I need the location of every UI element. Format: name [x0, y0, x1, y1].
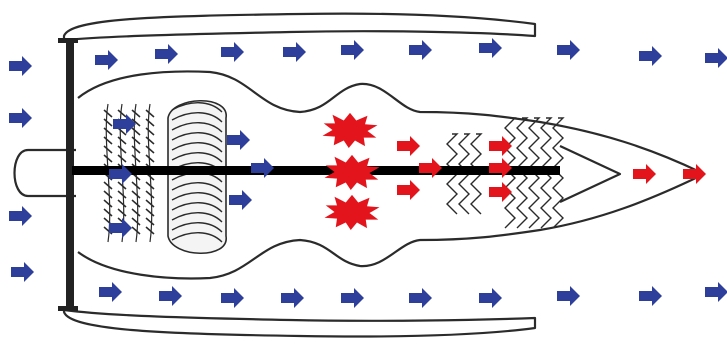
- hot-exhaust-arrow-icon: [397, 180, 420, 200]
- combustion-flame-icon: [325, 195, 380, 230]
- cold-airflow-arrow-icon: [409, 288, 432, 308]
- cold-airflow-arrow-icon: [221, 288, 244, 308]
- cold-airflow-arrow-icon: [705, 282, 727, 302]
- cold-airflow-arrow-icon: [155, 44, 178, 64]
- cold-airflow-arrow-icon: [557, 286, 580, 306]
- cold-airflow-arrow-icon: [639, 46, 662, 66]
- cold-airflow-arrow-icon: [705, 48, 727, 68]
- cold-airflow-arrow-icon: [557, 40, 580, 60]
- cold-airflow-arrow-icon: [99, 282, 122, 302]
- cold-airflow-arrow-icon: [227, 130, 250, 150]
- cold-airflow-arrow-icon: [9, 108, 32, 128]
- exhaust-cone: [560, 146, 620, 202]
- cold-airflow-arrow-icon: [479, 38, 502, 58]
- high-pressure-compressor: [168, 101, 226, 254]
- cold-airflow-arrow-icon: [341, 288, 364, 308]
- cold-airflow-arrow-icon: [281, 288, 304, 308]
- cold-airflow-arrow-icon: [479, 288, 502, 308]
- hot-exhaust-arrow-icon: [489, 136, 512, 156]
- cold-airflow-arrow-icon: [113, 114, 136, 134]
- cold-airflow-arrow-icon: [9, 56, 32, 76]
- main-shaft: [72, 166, 560, 175]
- hot-exhaust-arrow-icon: [683, 164, 706, 184]
- cold-airflow-arrow-icon: [409, 40, 432, 60]
- cold-airflow-arrow-icon: [11, 262, 34, 282]
- cold-airflow-arrow-icon: [341, 40, 364, 60]
- cold-airflow-arrow-icon: [221, 42, 244, 62]
- hot-exhaust-arrow-icon: [633, 164, 656, 184]
- nacelle-upper: [64, 14, 535, 40]
- cold-airflow-arrow-icon: [95, 50, 118, 70]
- hot-exhaust-arrow-icon: [397, 136, 420, 156]
- cold-airflow-arrow-icon: [639, 286, 662, 306]
- cold-airflow-arrow-icon: [283, 42, 306, 62]
- combustion-flame-icon: [323, 113, 378, 148]
- cold-airflow-arrow-icon: [159, 286, 182, 306]
- cold-airflow-arrow-icon: [9, 206, 32, 226]
- nacelle-lower: [64, 310, 535, 337]
- cold-airflow-arrow-icon: [229, 190, 252, 210]
